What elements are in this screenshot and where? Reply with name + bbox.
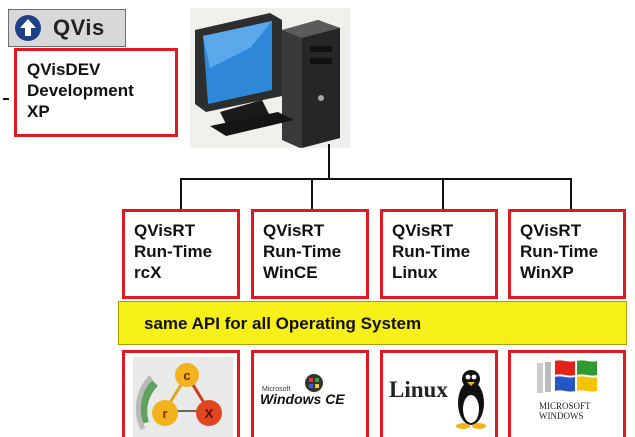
- api-banner: same API for all Operating System: [118, 301, 627, 345]
- runtime-line: Run-Time: [392, 242, 471, 261]
- runtime-line: rcX: [134, 263, 162, 282]
- runtime-line: WinXP: [520, 263, 574, 282]
- rcx-logo-icon: c r X: [133, 357, 233, 437]
- drop-line-2: [311, 178, 313, 209]
- dev-connector-tick: [3, 98, 9, 100]
- wince-text: Windows CE: [260, 391, 345, 407]
- logo-text: QVis: [53, 15, 105, 40]
- os-box-wince: Microsoft Windows CE: [251, 350, 369, 437]
- trunk-line: [328, 144, 330, 179]
- runtime-line: QVisRT: [392, 221, 454, 240]
- dev-box: QVisDEV Development XP: [14, 48, 178, 137]
- qvis-logo: QVis: [8, 9, 126, 47]
- runtime-line: WinCE: [263, 263, 318, 282]
- linux-logo-icon: Linux: [389, 370, 486, 429]
- os-box-linux: Linux: [380, 350, 498, 437]
- runtime-box-rcx: QVisRT Run-Time rcX: [122, 209, 240, 299]
- svg-text:X: X: [205, 406, 214, 421]
- runtime-box-linux: QVisRT Run-Time Linux: [380, 209, 498, 299]
- runtime-line: QVisRT: [520, 221, 582, 240]
- runtime-line: Run-Time: [520, 242, 599, 261]
- api-banner-text: same API for all Operating System: [144, 314, 422, 333]
- windows-ce-logo-icon: Microsoft Windows CE: [260, 374, 345, 407]
- bus-line: [180, 178, 572, 180]
- os-box-rcx: c r X: [122, 350, 240, 437]
- runtime-line: QVisRT: [134, 221, 196, 240]
- drop-line-4: [570, 178, 572, 209]
- dev-line-3: XP: [27, 102, 50, 121]
- up-arrow-icon: [15, 15, 41, 41]
- svg-text:c: c: [183, 368, 190, 383]
- windows-logo-icon: MICROSOFT WINDOWS: [537, 360, 597, 421]
- runtime-box-winxp: QVisRT Run-Time WinXP: [508, 209, 626, 299]
- wince-microsoft-text: Microsoft: [262, 386, 290, 393]
- dev-line-1: QVisDEV: [27, 60, 101, 79]
- os-box-winxp: MICROSOFT WINDOWS: [508, 350, 626, 437]
- runtime-line: Run-Time: [263, 242, 342, 261]
- drop-line-1: [180, 178, 182, 209]
- runtime-box-wince: QVisRT Run-Time WinCE: [251, 209, 369, 299]
- svg-text:r: r: [162, 406, 167, 421]
- windows-text: WINDOWS: [539, 411, 584, 421]
- runtime-line: Linux: [392, 263, 438, 282]
- drop-line-3: [442, 178, 444, 209]
- runtime-line: Run-Time: [134, 242, 213, 261]
- linux-text: Linux: [389, 377, 448, 402]
- ms-text: MICROSOFT: [539, 401, 591, 411]
- computer-icon: [190, 8, 350, 148]
- dev-line-2: Development: [27, 81, 134, 100]
- runtime-line: QVisRT: [263, 221, 325, 240]
